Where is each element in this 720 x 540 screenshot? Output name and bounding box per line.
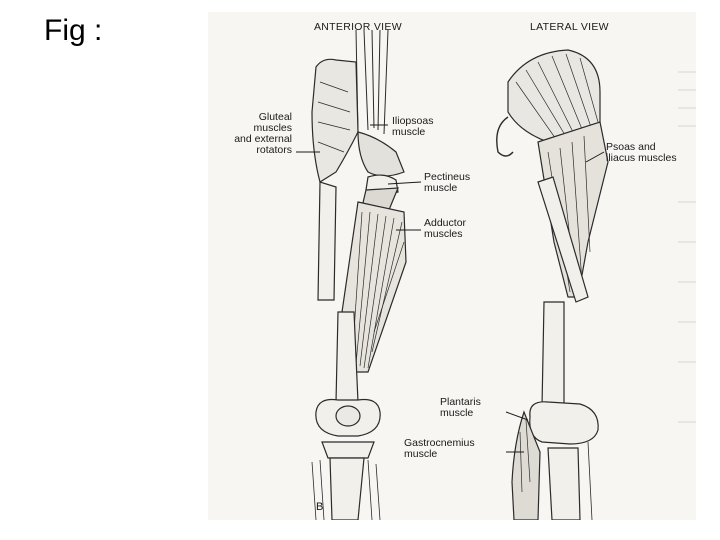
anterior-limb bbox=[311, 29, 407, 520]
iliopsoas-label: Iliopsoas muscle bbox=[392, 115, 434, 138]
plantaris-label: Plantaris muscle bbox=[440, 396, 481, 419]
adductor-label: Adductor muscles bbox=[424, 217, 467, 240]
slide-title: Fig : bbox=[44, 14, 103, 47]
lateral-view-label: LATERAL VIEW bbox=[530, 21, 609, 33]
gastrocnemius-label: Gastrocnemius muscle bbox=[404, 437, 475, 460]
lateral-limb bbox=[496, 49, 609, 520]
psoas-iliacus-label: Psoas and iliacus muscles bbox=[606, 141, 677, 164]
anatomy-figure: ANTERIOR VIEW LATERAL VIEW Gluteal muscl… bbox=[208, 12, 696, 520]
pectineus-label: Pectineus muscle bbox=[424, 171, 471, 194]
gluteal-muscles-label: Gluteal muscles and external rotators bbox=[234, 111, 292, 156]
figure-letter: B bbox=[316, 501, 324, 513]
anterior-view-label: ANTERIOR VIEW bbox=[314, 21, 402, 33]
anatomy-drawing bbox=[296, 29, 696, 520]
